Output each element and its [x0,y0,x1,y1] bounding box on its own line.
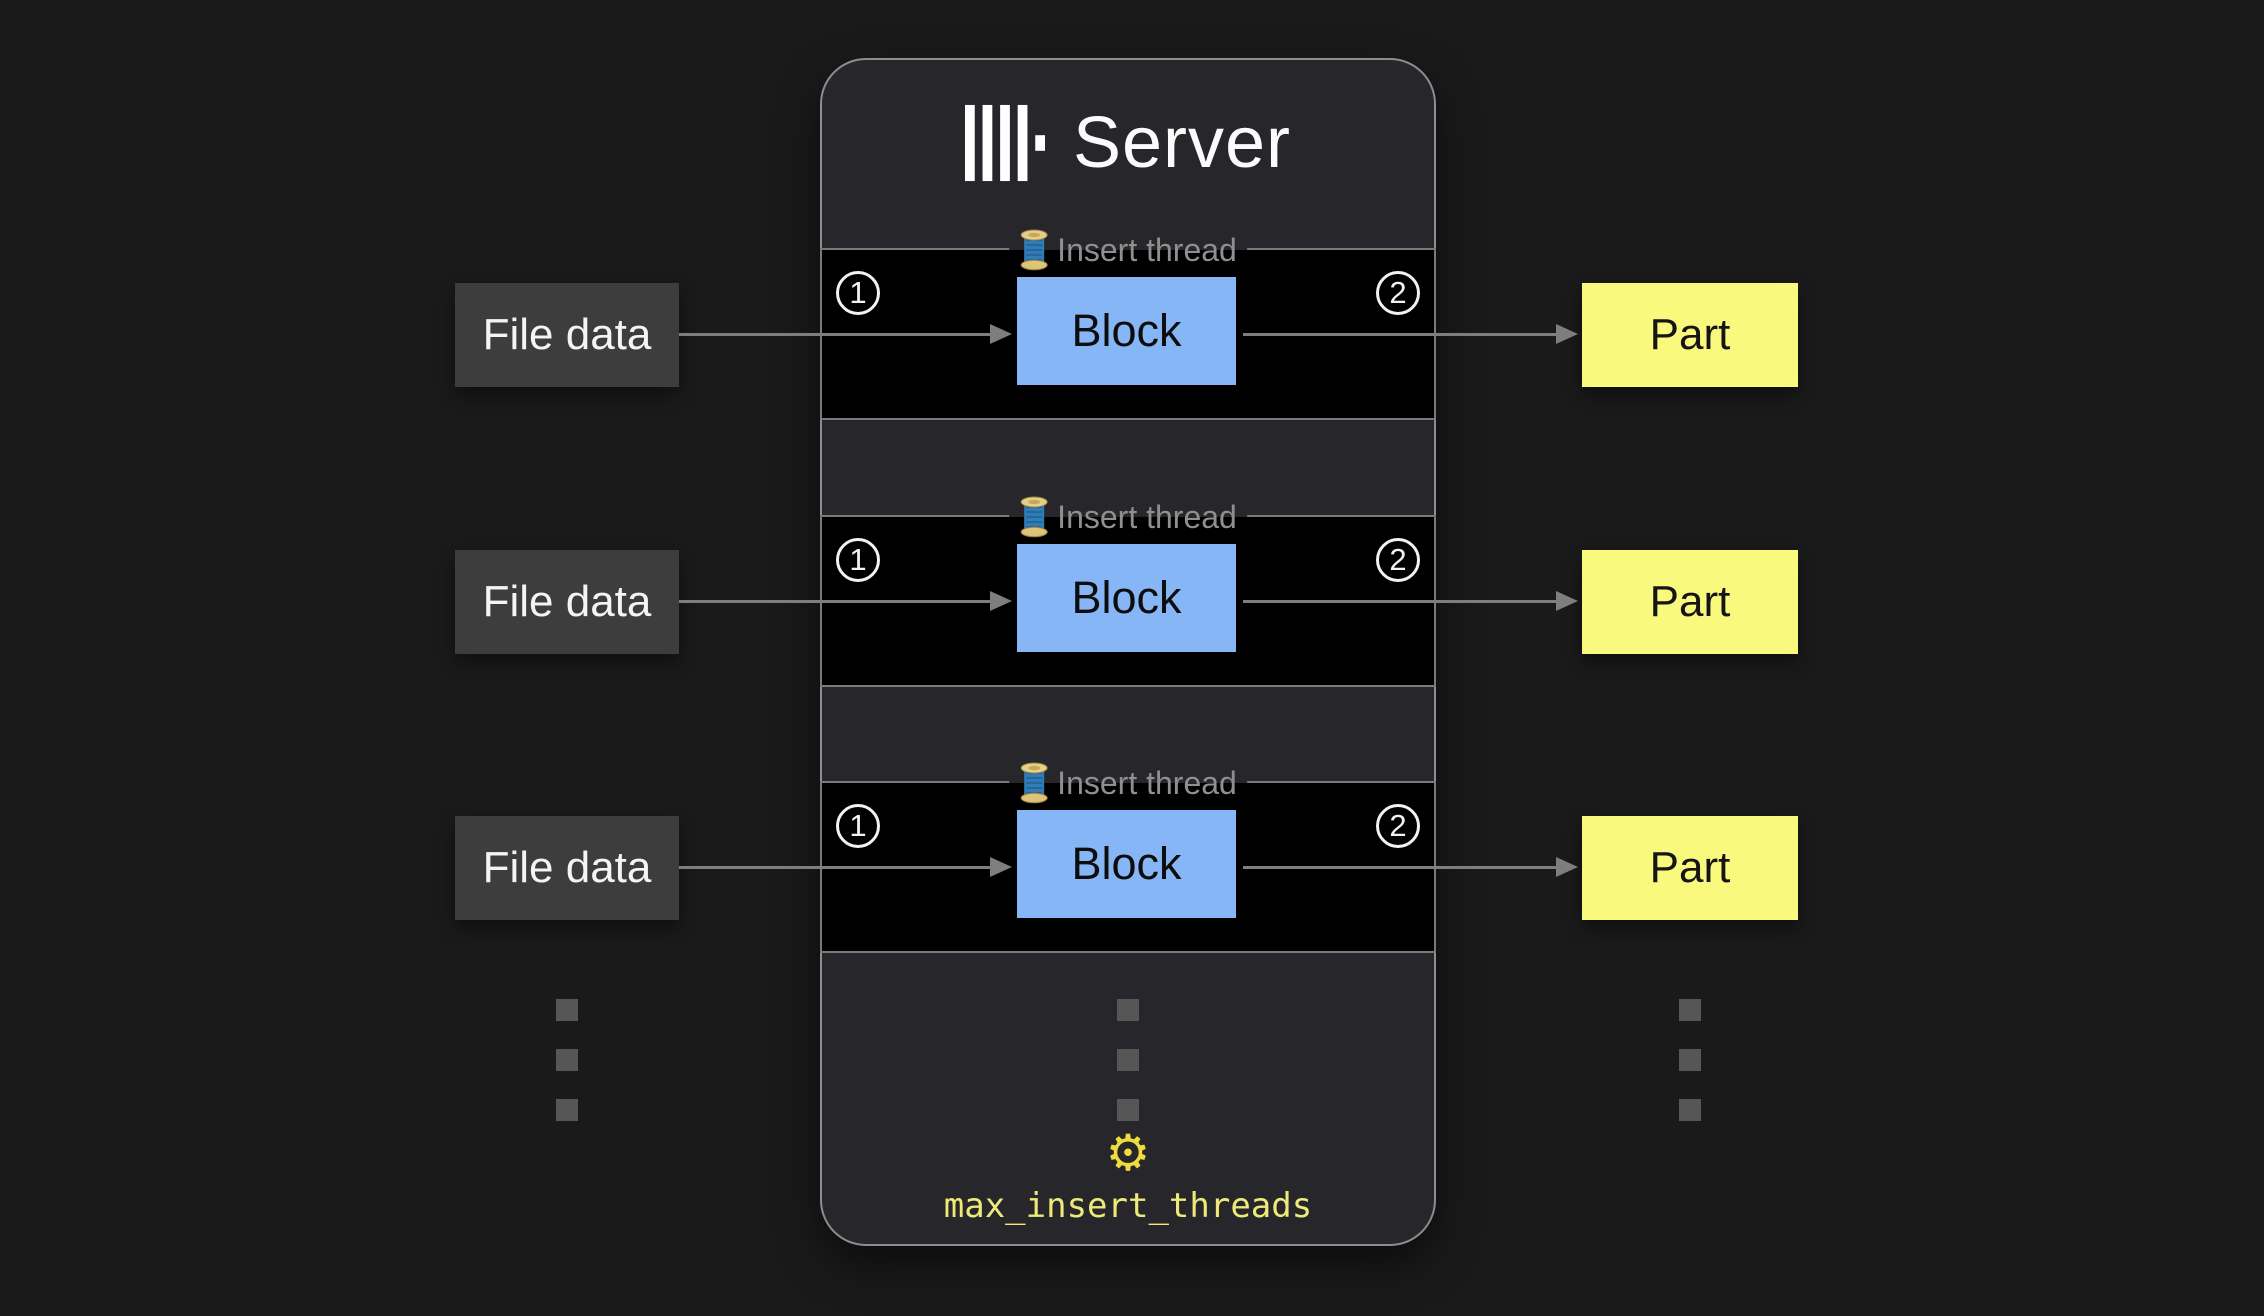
file-data-box: File data [455,550,679,654]
ellipsis-threads [1117,999,1139,1149]
block-box: Block [1017,277,1236,385]
ellipsis-results [1679,999,1701,1149]
ellipsis-dot [1679,999,1701,1021]
arrow-right-icon [1243,324,1578,344]
insert-thread-label: Insert thread [1057,764,1237,801]
ellipsis-dot [556,1049,578,1071]
insert-thread-legend: Insert thread [1009,228,1247,272]
part-box: Part [1582,550,1798,654]
server-title: Server [1072,103,1292,183]
step-2-badge: 2 [1376,271,1420,315]
server-header: Server [822,102,1434,184]
block-box: Block [1017,544,1236,652]
setting-name: max_insert_threads [943,1186,1313,1226]
part-box: Part [1582,283,1798,387]
insert-thread-label: Insert thread [1057,498,1237,535]
part-box: Part [1582,816,1798,920]
ellipsis-dot [1117,1049,1139,1071]
arrow-right-icon [679,591,1012,611]
step-1-badge: 1 [836,804,880,848]
thread-spool-icon [1020,762,1048,804]
step-1-badge: 1 [836,271,880,315]
file-data-box: File data [455,816,679,920]
arrow-right-icon [679,857,1012,877]
clickhouse-logo-icon [964,104,1045,182]
step-2-badge: 2 [1376,804,1420,848]
thread-spool-icon [1020,496,1048,538]
ellipsis-sources [556,999,578,1149]
block-box: Block [1017,810,1236,918]
ellipsis-dot [556,1099,578,1121]
ellipsis-dot [1117,999,1139,1021]
ellipsis-dot [1679,1099,1701,1121]
file-data-box: File data [455,283,679,387]
step-2-badge: 2 [1376,538,1420,582]
arrow-right-icon [1243,591,1578,611]
gear-icon: ⚙ [1105,1125,1151,1181]
ellipsis-dot [556,999,578,1021]
arrow-right-icon [679,324,1012,344]
ellipsis-dot [1117,1099,1139,1121]
insert-thread-label: Insert thread [1057,231,1237,268]
insert-thread-legend: Insert thread [1009,495,1247,539]
ellipsis-dot [1679,1049,1701,1071]
step-1-badge: 1 [836,538,880,582]
insert-thread-legend: Insert thread [1009,761,1247,805]
arrow-right-icon [1243,857,1578,877]
thread-spool-icon [1020,229,1048,271]
